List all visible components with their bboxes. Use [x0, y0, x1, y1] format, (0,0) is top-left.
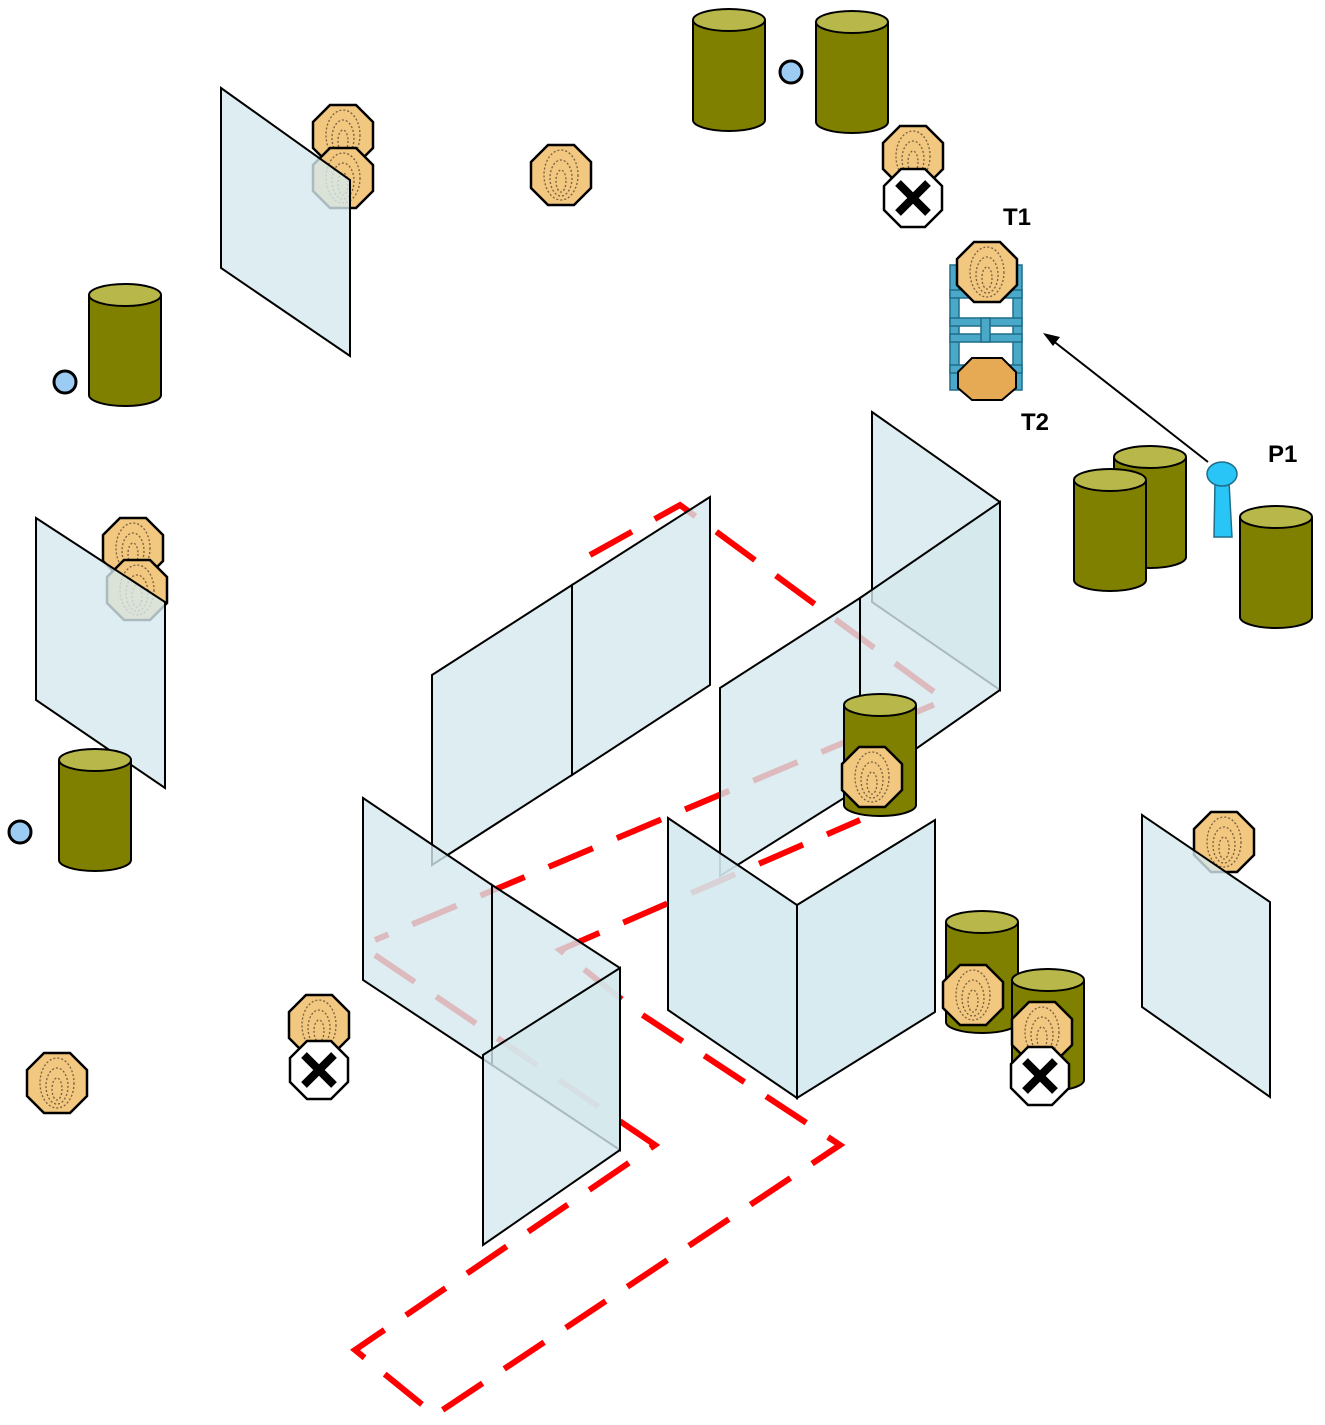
barrel-icon [815, 10, 889, 134]
paper-target-icon [25, 1051, 89, 1115]
barrel-icon [692, 8, 766, 132]
wall-panel-icon [35, 516, 166, 790]
label-t2: T2 [1021, 409, 1049, 436]
barrel-icon [1239, 505, 1313, 629]
wall-panel-icon [719, 596, 861, 878]
course-inner-line [349, 817, 862, 1419]
no-shoot-target-icon [290, 1041, 348, 1099]
steel-plate-icon [957, 357, 1017, 401]
wall-v-front [667, 816, 936, 1100]
paper-target-icon [955, 240, 1019, 304]
arrow-icon [1043, 333, 1209, 463]
paper-target-icon [941, 963, 1005, 1027]
barrel-icon [58, 748, 132, 872]
wall-panel-icon [796, 818, 936, 1100]
wall-panel-icon [1141, 813, 1271, 1099]
paper-target-icon [529, 143, 593, 207]
shooter-icon [1206, 461, 1238, 538]
start-marker-icon [52, 369, 78, 395]
barrel-icon [88, 283, 162, 407]
no-shoot-target-icon [884, 169, 942, 227]
wall-t-left [431, 495, 711, 867]
start-marker-icon [7, 819, 33, 845]
wall-panel-icon [431, 583, 573, 867]
course-boundary [349, 501, 952, 1419]
paper-target-icon [840, 745, 904, 809]
label-p1: P1 [1268, 441, 1297, 468]
wall-l-left [362, 796, 621, 1247]
wall-panel-icon [482, 966, 621, 1247]
wall-box-right [719, 410, 1001, 878]
no-shoot-target-icon [1011, 1047, 1069, 1105]
wall-panel-icon [571, 495, 711, 777]
course-outer-line [373, 501, 952, 943]
label-t1: T1 [1003, 204, 1031, 231]
barrel-icon [1073, 468, 1147, 592]
start-marker-icon [778, 59, 804, 85]
wall-panel-icon [220, 86, 351, 358]
